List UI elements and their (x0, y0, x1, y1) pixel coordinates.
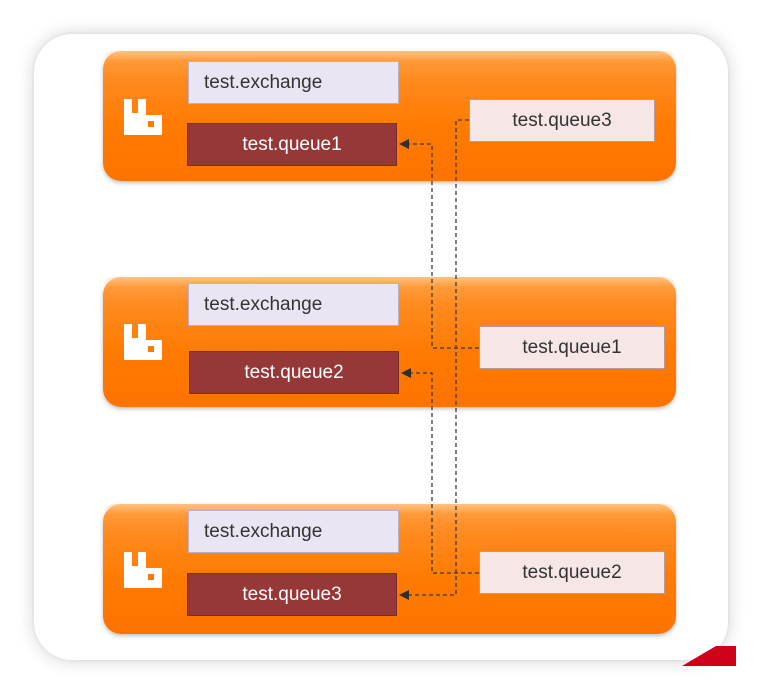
rabbitmq-logo-icon (124, 552, 162, 588)
mirror-queue-box-2[interactable]: test.queue1 (479, 326, 665, 369)
exchange-box-1[interactable]: test.exchange (188, 61, 399, 104)
local-queue-box-1[interactable]: test.queue1 (187, 123, 397, 166)
mirror-queue-box-3[interactable]: test.queue2 (479, 551, 665, 594)
exchange-box-3[interactable]: test.exchange (188, 510, 399, 553)
rabbitmq-logo-icon (124, 99, 162, 135)
local-queue-box-2[interactable]: test.queue2 (189, 351, 399, 394)
exchange-box-2[interactable]: test.exchange (188, 283, 399, 326)
corner-accent (682, 646, 736, 666)
local-queue-box-3[interactable]: test.queue3 (187, 573, 397, 616)
rabbitmq-logo-icon (124, 324, 162, 360)
mirror-queue-box-1[interactable]: test.queue3 (469, 99, 655, 142)
